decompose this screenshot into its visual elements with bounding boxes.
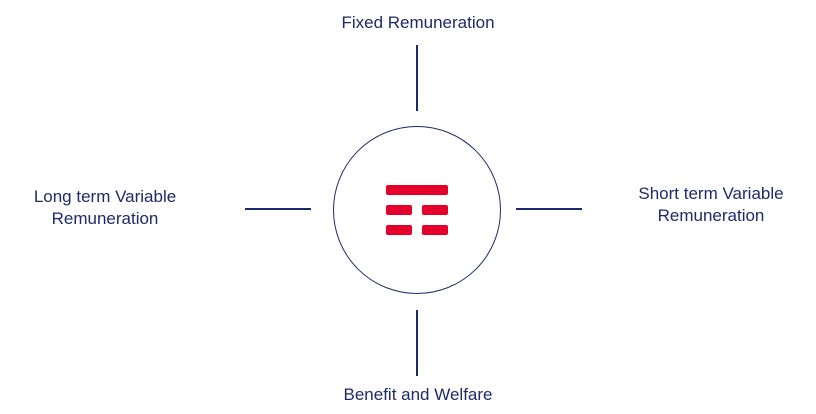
- label-fixed-remuneration: Fixed Remuneration: [268, 12, 568, 34]
- connector-top: [416, 45, 418, 111]
- label-short-term-line2: Remuneration: [657, 206, 765, 225]
- logo-bar-top: [386, 185, 448, 195]
- label-short-term-variable: Short term Variable Remuneration: [606, 183, 816, 227]
- label-short-term-line1: Short term Variable: [638, 184, 784, 203]
- label-fixed-remuneration-text: Fixed Remuneration: [341, 13, 495, 32]
- brand-logo-icon: [386, 185, 448, 235]
- connector-left: [245, 208, 311, 210]
- connector-right: [516, 208, 582, 210]
- label-long-term-variable: Long term Variable Remuneration: [0, 186, 210, 230]
- center-hub-circle: [333, 126, 501, 294]
- logo-bar-mid-right: [422, 205, 448, 215]
- logo-bar-mid-left: [386, 205, 412, 215]
- logo-bar-bottom-right: [422, 225, 448, 235]
- label-long-term-line2: Remuneration: [51, 209, 159, 228]
- label-benefit-and-welfare-text: Benefit and Welfare: [343, 385, 493, 404]
- logo-bar-bottom-left: [386, 225, 412, 235]
- label-long-term-line1: Long term Variable: [33, 187, 177, 206]
- connector-bottom: [416, 310, 418, 376]
- label-benefit-and-welfare: Benefit and Welfare: [268, 384, 568, 406]
